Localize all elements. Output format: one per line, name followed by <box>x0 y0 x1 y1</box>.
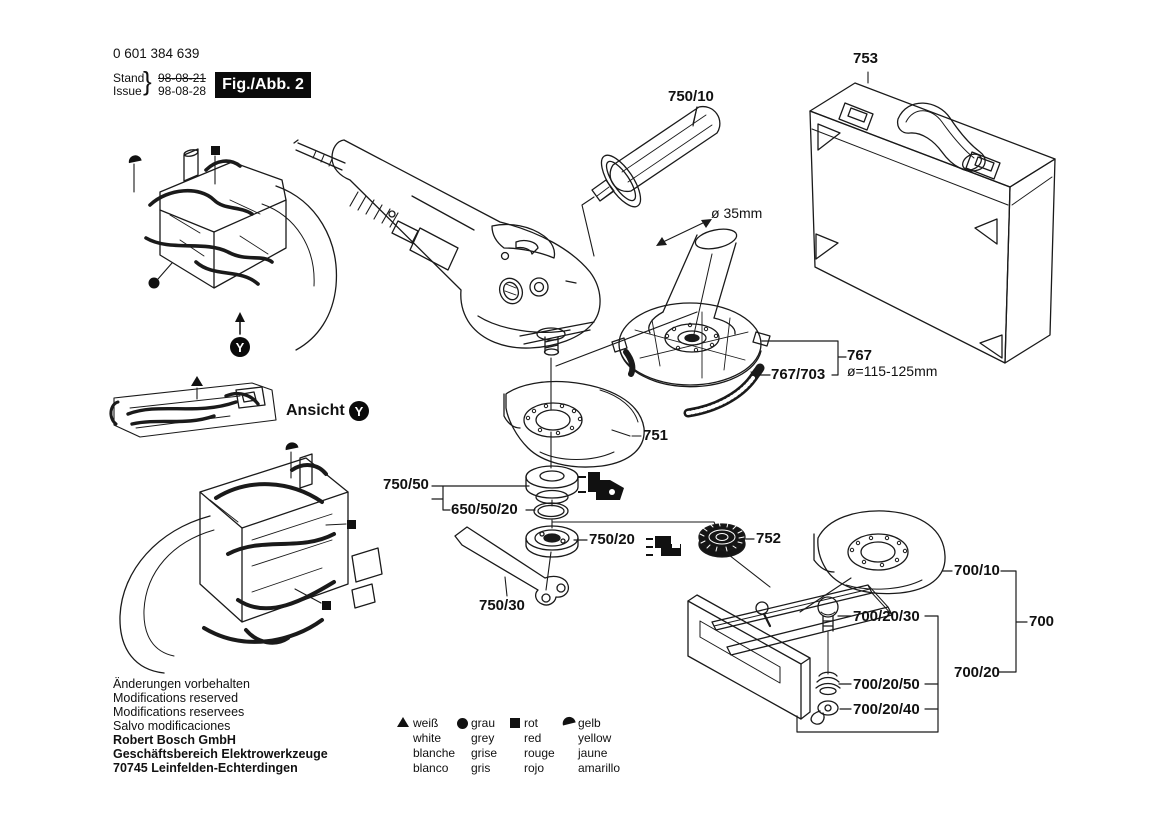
cutting-guide-drawing <box>687 510 946 725</box>
label-nut-752: 752 <box>756 530 782 547</box>
legend-term: amarillo <box>578 761 621 775</box>
legend-term: rouge <box>524 746 555 760</box>
quick-nut-752-drawing <box>698 521 771 588</box>
legend-term: gelb <box>578 716 601 730</box>
callout-lines <box>431 106 1028 733</box>
detail-view-ansicht-y <box>109 376 277 438</box>
label-brush-767-703: 767/703 <box>771 366 826 383</box>
wheel-guard-751-drawing <box>503 380 645 468</box>
label-hood-diameter: ø 35mm <box>711 205 763 221</box>
label-case-753: 753 <box>853 50 879 67</box>
company-line: Robert Bosch GmbH <box>113 733 236 747</box>
view-y-badge: Y <box>349 401 369 421</box>
legend-term: red <box>524 731 542 745</box>
date-brace: } <box>143 66 152 96</box>
clamp-icon <box>578 472 624 500</box>
view-y-badge: Y <box>230 337 250 357</box>
legend-term: gris <box>471 761 491 775</box>
company-line: Geschäftsbereich Elektrowerkzeuge <box>113 747 328 761</box>
legend-term: grau <box>471 716 496 730</box>
legend-term: white <box>413 731 442 745</box>
catalog-number: 0 601 384 639 <box>113 46 200 61</box>
legend-term: blanche <box>413 746 456 760</box>
extraction-hood-drawing <box>611 219 771 418</box>
label-wrench-750-30: 750/30 <box>479 597 525 614</box>
label-guard-751: 751 <box>643 427 669 444</box>
legend-col-yellow: gelb yellow jaune amarillo <box>578 716 620 776</box>
issue-date: 98-08-28 <box>158 84 207 98</box>
legend-term: grise <box>471 746 498 760</box>
notice-line: Salvo modificaciones <box>113 719 231 733</box>
circle-icon <box>457 718 468 729</box>
triangle-icon <box>397 717 409 727</box>
legend-col-grey: grau grey grise gris <box>471 716 497 776</box>
legend-term: rojo <box>524 761 545 775</box>
label-guard-700-10: 700/10 <box>954 562 1000 579</box>
carrying-case-drawing <box>809 71 1056 364</box>
clamp-icon <box>646 536 681 556</box>
notice-line: Modifications reserved <box>113 691 239 705</box>
label-ring-650-50-20: 650/50/20 <box>451 501 518 518</box>
legend-term: weiß <box>413 716 439 730</box>
stand-date: 98-08-21 <box>158 71 207 85</box>
notice-line: Änderungen vorbehalten <box>113 677 250 691</box>
angle-grinder-drawing <box>293 139 719 591</box>
detail-view-switch-wiring <box>128 146 338 351</box>
side-handle-drawing <box>581 105 721 257</box>
label-flange-750-50: 750/50 <box>383 476 429 493</box>
stand-label: Stand <box>113 71 145 85</box>
label-nut-750-20: 750/20 <box>589 531 635 548</box>
legend-col-red: rot red rouge rojo <box>524 716 555 776</box>
notice-block: Änderungen vorbehalten Modifications res… <box>113 677 250 733</box>
figure-number-badge: Fig./Abb. 2 <box>215 72 311 98</box>
label-group-700: 700 <box>1029 613 1055 630</box>
ansicht-label: Ansicht <box>286 402 345 419</box>
label-handle-750-10: 750/10 <box>668 88 714 105</box>
issue-label: Issue <box>113 84 142 98</box>
notice-line: Modifications reservees <box>113 705 245 719</box>
legend-term: grey <box>471 731 495 745</box>
label-nut-700-20-40: 700/20/40 <box>853 701 920 718</box>
company-line: 70745 Leinfelden-Echterdingen <box>113 761 298 775</box>
label-washer-700-20-50: 700/20/50 <box>853 676 920 693</box>
pin-wrench-drawing <box>454 526 570 606</box>
legend-term: blanco <box>413 761 449 775</box>
detail-view-motor-wiring <box>119 442 383 674</box>
company-block: Robert Bosch GmbH Geschäftsbereich Elekt… <box>113 733 328 775</box>
legend-term: rot <box>524 716 539 730</box>
label-hood-size: ø=115-125mm <box>847 363 938 379</box>
label-base-700-20: 700/20 <box>954 664 1000 681</box>
legend-term: jaune <box>578 746 608 760</box>
flange-set-drawing <box>525 465 579 558</box>
legend-col-white: weiß white blanche blanco <box>413 716 455 776</box>
label-screw-700-20-30: 700/20/30 <box>853 608 920 625</box>
label-hood-767: 767 <box>847 347 873 364</box>
square-icon <box>510 718 520 728</box>
legend-term: yellow <box>578 731 612 745</box>
